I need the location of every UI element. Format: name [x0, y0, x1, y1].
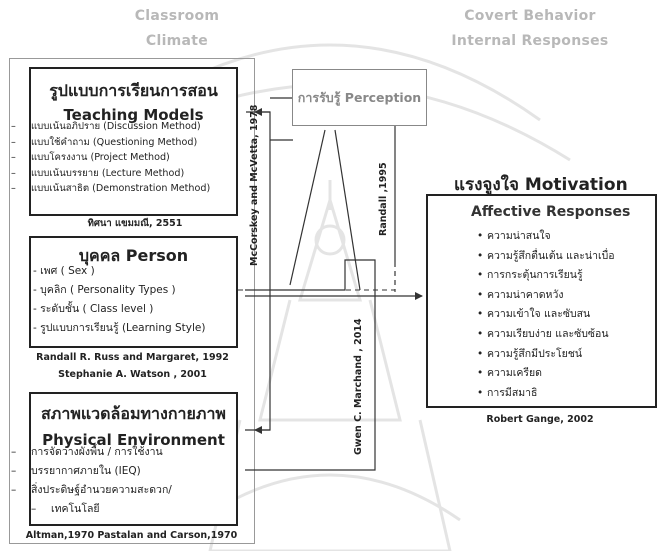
list-item: - บุคลิก ( Personality Types ) — [33, 284, 176, 296]
list-item: การกระตุ้นการเรียนรู้ — [477, 266, 615, 286]
motivation-citation: Robert Gange, 2002 — [486, 414, 594, 425]
header-covert-line1: Covert Behavior — [464, 8, 596, 24]
physical-list: การจัดวางผังพื้น / การใช้งาน บรรยากาศภาย… — [11, 443, 172, 519]
list-item: ความน่าคาดหวัง — [477, 286, 615, 306]
list-item: ความน่าสนใจ — [477, 227, 615, 247]
teaching-list: แบบเน้นอภิปราย (Discussion Method) แบบใช… — [11, 119, 210, 197]
header-classroom: Classroom Climate — [92, 8, 262, 49]
list-item: สิ่งประดิษฐ์อำนวยความสะดวก/ — [11, 481, 172, 500]
gwen-label: Gwen C. Marchand , 2014 — [353, 318, 364, 455]
motivation-subtitle: Affective Responses — [471, 204, 631, 220]
header-classroom-line2: Climate — [145, 33, 209, 49]
person-citation-2: Stephanie A. Watson , 2001 — [58, 369, 207, 380]
motivation-title: แรงจูงใจ Motivation — [454, 175, 628, 195]
list-item: ความเข้าใจ และซับสน — [477, 305, 615, 325]
header-covert-line2: Internal Responses — [451, 33, 609, 49]
list-item: แบบเน้นอภิปราย (Discussion Method) — [11, 119, 210, 135]
person-box: บุคคล Person — [29, 236, 238, 348]
person-title: บุคคล Person — [78, 246, 189, 265]
list-item: - รูปแบบการเรียนรู้ (Learning Style) — [33, 322, 206, 334]
mccorskey-label: McCorskey and McVetta, 1978 — [249, 104, 260, 266]
list-item: แบบโครงงาน (Project Method) — [11, 150, 210, 166]
header-classroom-line1: Classroom — [134, 8, 220, 24]
list-item: แบบใช้คำถาม (Questioning Method) — [11, 135, 210, 151]
perception-box: การรับรู้ Perception — [292, 69, 427, 126]
list-item: ความรู้สึกมีประโยชน์ — [477, 345, 615, 365]
classroom-climate-panel — [9, 58, 255, 544]
list-item: บรรยากาศภายใน (IEQ) — [11, 462, 172, 481]
randall-dashed-line — [215, 262, 396, 291]
list-item: การจัดวางผังพื้น / การใช้งาน — [11, 443, 172, 462]
list-item: ความรู้สึกตื่นเต้น และน่าเบื่อ — [477, 247, 615, 267]
list-item: การมีสมาธิ — [477, 384, 615, 404]
list-item: แบบเน้นบรรยาย (Lecture Method) — [11, 166, 210, 182]
teaching-title-th: รูปแบบการเรียนการสอน — [49, 81, 218, 100]
list-item: แบบเน้นสาธิต (Demonstration Method) — [11, 181, 210, 197]
list-item: ความเรียบง่าย และซับซ้อน — [477, 325, 615, 345]
perception-label: การรับรู้ Perception — [297, 90, 422, 105]
person-citation-1: Randall R. Russ and Margaret, 1992 — [36, 352, 229, 363]
randall-label: Randall ,1995 — [378, 162, 389, 236]
header-covert: Covert Behavior Internal Responses — [440, 8, 620, 49]
list-item: - เพศ ( Sex ) — [33, 265, 95, 277]
teaching-citation: ทิศนา แขมมณี, 2551 — [87, 218, 183, 229]
list-item: - ระดับชั้น ( Class level ) — [33, 303, 154, 315]
list-item: เทคโนโลยี — [11, 500, 172, 519]
physical-citation: Altman,1970 Pastalan and Carson,1970 — [25, 530, 238, 541]
list-item: ความเครียด — [477, 364, 615, 384]
motivation-list: ความน่าสนใจ ความรู้สึกตื่นเต้น และน่าเบื… — [477, 227, 615, 403]
person-list: - เพศ ( Sex ) - บุคลิก ( Personality Typ… — [33, 262, 205, 338]
physical-title-th: สภาพแวดล้อมทางกายภาพ — [41, 404, 226, 423]
